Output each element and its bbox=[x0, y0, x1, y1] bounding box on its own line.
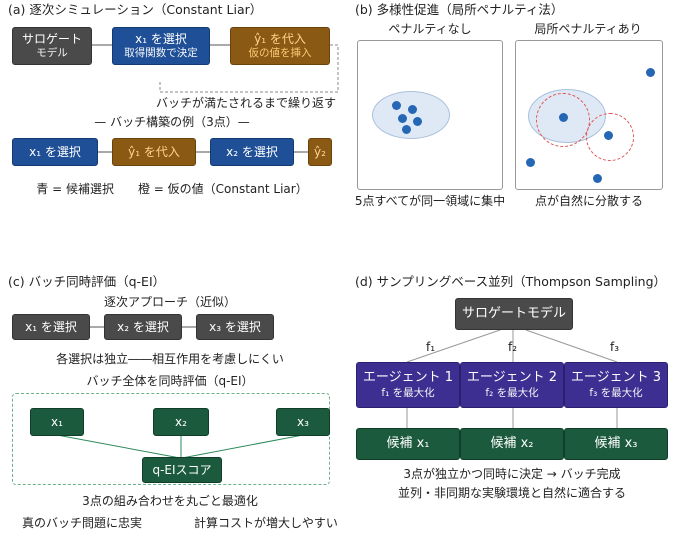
cluster-region bbox=[372, 91, 450, 139]
panel-d-title: (d) サンプリングベース並列（Thompson Sampling） bbox=[355, 274, 667, 289]
penalty-region bbox=[586, 113, 634, 161]
select-x1-box: x₁ を選択 取得関数で決定 bbox=[112, 27, 210, 65]
example-caption: — バッチ構築の例（3点）— bbox=[94, 115, 250, 129]
surrogate-model-box: サロゲート モデル bbox=[12, 27, 92, 65]
batch-point-x3: x₃ bbox=[276, 408, 330, 436]
sample-point bbox=[413, 117, 422, 126]
f1-label: f₁ bbox=[426, 340, 436, 354]
sample-point bbox=[392, 101, 401, 110]
no-penalty-plot bbox=[357, 40, 503, 190]
seq-select-x2: x₂ を選択 bbox=[104, 314, 182, 340]
penalty-region bbox=[536, 93, 590, 147]
penalty-plot bbox=[515, 40, 663, 190]
batch-caption: バッチ全体を同時評価（q-EI） bbox=[86, 374, 254, 388]
example-select-x1: x₁ を選択 bbox=[12, 138, 98, 166]
optimize-note: 3点の組み合わせを丸ごと最適化 bbox=[82, 494, 258, 508]
panel-a-title: (a) 逐次シミュレーション（Constant Liar） bbox=[8, 2, 263, 17]
sample-point bbox=[402, 125, 411, 134]
panel-d-note-2: 並列・非同期な実験環境と自然に適合する bbox=[397, 486, 627, 500]
candidate-x2-box: 候補 x₂ bbox=[460, 428, 564, 460]
select-x1-sublabel: 取得関数で決定 bbox=[124, 46, 198, 59]
seq-select-x3: x₃ を選択 bbox=[196, 314, 274, 340]
surrogate-label-1: サロゲート bbox=[21, 31, 82, 46]
pro-note: 真のバッチ問題に忠実 bbox=[21, 516, 143, 530]
surrogate-label-2: モデル bbox=[36, 46, 68, 59]
agent-2-box: エージェント 2 f₂ を最大化 bbox=[460, 362, 564, 408]
example-substitute-y1: ŷ₁ を代入 bbox=[112, 138, 196, 166]
f2-label: f₂ bbox=[508, 340, 518, 354]
sample-point bbox=[646, 68, 655, 77]
penalty-label: 局所ペナルティあり bbox=[534, 22, 642, 36]
agent-2-goal: f₂ を最大化 bbox=[485, 386, 539, 399]
agent-3-name: エージェント 3 bbox=[570, 370, 662, 386]
sample-point bbox=[593, 174, 602, 183]
sample-point bbox=[398, 114, 407, 123]
sample-point bbox=[604, 131, 613, 140]
con-note: 計算コストが増大しやすい bbox=[194, 516, 338, 530]
independent-note: 各選択は独立――相互作用を考慮しにくい bbox=[56, 352, 284, 366]
sample-point bbox=[526, 158, 535, 167]
example-substitute-y2: ŷ₂ bbox=[308, 138, 332, 166]
substitute-y1-sublabel: 仮の値を挿入 bbox=[248, 46, 312, 59]
substitute-y1-label: ŷ₁ を代入 bbox=[254, 31, 306, 46]
sequential-caption: 逐次アプローチ（近似） bbox=[103, 295, 237, 309]
example-select-x2: x₂ を選択 bbox=[210, 138, 294, 166]
agent-1-name: エージェント 1 bbox=[362, 370, 454, 386]
sample-point bbox=[408, 105, 417, 114]
agent-1-box: エージェント 1 f₁ を最大化 bbox=[356, 362, 460, 408]
substitute-y1-box: ŷ₁ を代入 仮の値を挿入 bbox=[230, 27, 330, 65]
penalty-caption: 点が自然に分散する bbox=[534, 194, 644, 208]
panel-c-title: (c) バッチ同時評価（q-EI） bbox=[8, 274, 166, 289]
batch-evaluation-frame bbox=[12, 393, 330, 485]
batch-point-x1: x₁ bbox=[30, 408, 84, 436]
panel-b-title: (b) 多様性促進（局所ペナルティ法） bbox=[355, 2, 564, 17]
candidate-x1-box: 候補 x₁ bbox=[356, 428, 460, 460]
candidate-x3-box: 候補 x₃ bbox=[564, 428, 668, 460]
agent-3-goal: f₃ を最大化 bbox=[589, 386, 643, 399]
panel-a-legend: 青 = 候補選択 橙 = 仮の値（Constant Liar） bbox=[36, 182, 308, 196]
qei-score-box: q-EIスコア bbox=[142, 457, 222, 483]
sample-point bbox=[559, 113, 568, 122]
f3-label: f₃ bbox=[610, 340, 620, 354]
seq-select-x1: x₁ を選択 bbox=[12, 314, 90, 340]
no-penalty-caption: 5点すべてが同一領域に集中 bbox=[354, 194, 506, 208]
agent-3-box: エージェント 3 f₃ を最大化 bbox=[564, 362, 668, 408]
agent-2-name: エージェント 2 bbox=[466, 370, 558, 386]
surrogate-model-box: サロゲートモデル bbox=[455, 298, 573, 330]
panel-d-note-1: 3点が独立かつ同時に決定 → バッチ完成 bbox=[403, 467, 621, 481]
select-x1-label: x₁ を選択 bbox=[135, 31, 187, 46]
batch-point-x2: x₂ bbox=[153, 408, 209, 436]
no-penalty-label: ペナルティなし bbox=[388, 22, 472, 36]
repeat-note: バッチが満たされるまで繰り返す bbox=[156, 96, 337, 110]
agent-1-goal: f₁ を最大化 bbox=[381, 386, 435, 399]
